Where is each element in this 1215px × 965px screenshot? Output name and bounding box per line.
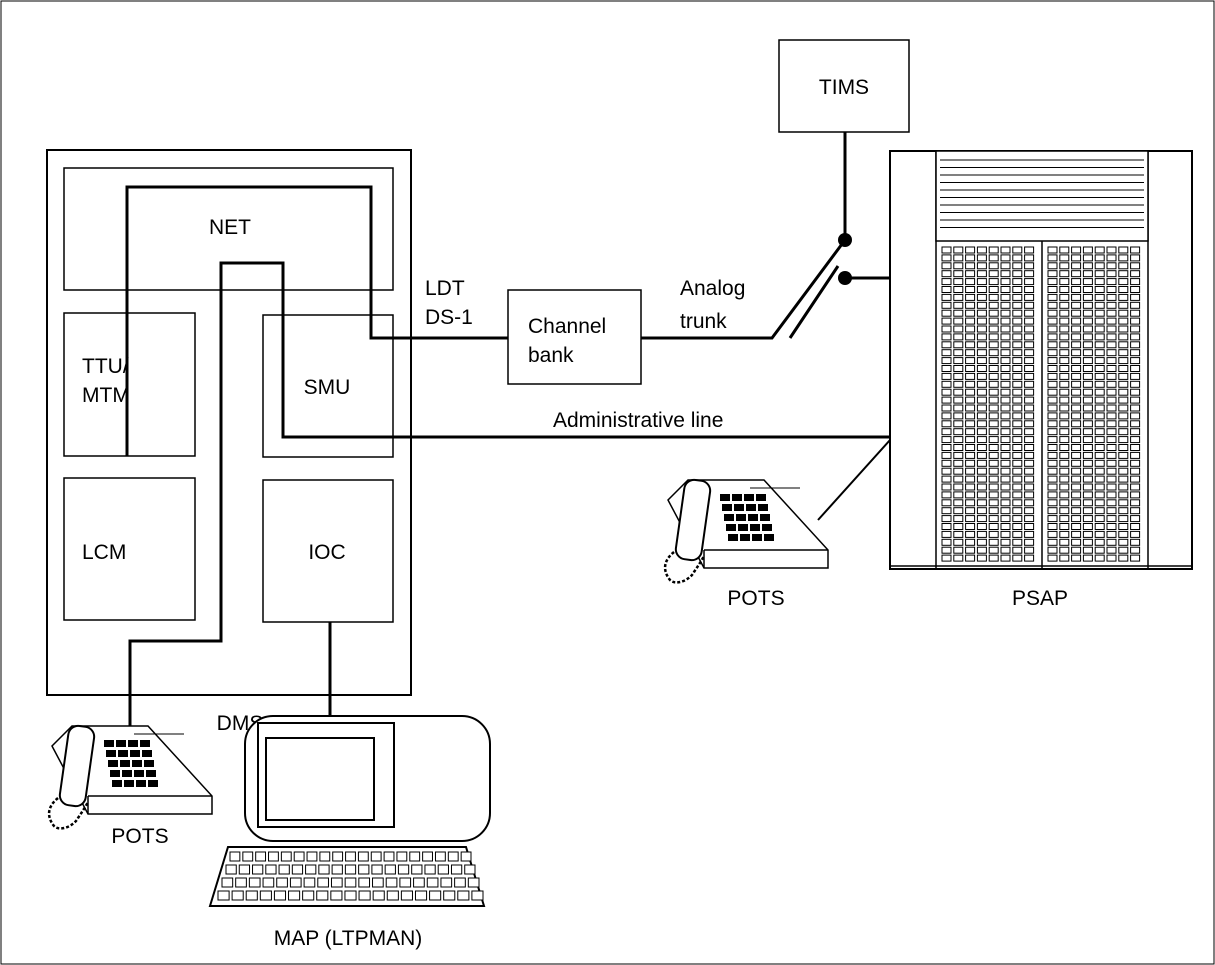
map-keyboard-keys	[217, 851, 484, 901]
smu-label: SMU	[304, 376, 351, 399]
psap-display-lines	[940, 159, 1144, 228]
psap-display	[935, 150, 1149, 242]
map-label: MAP (LTPMAN)	[274, 927, 423, 950]
admin-line-label: Administrative line	[553, 409, 723, 432]
tims-label: TIMS	[819, 76, 869, 99]
analog-trunk-wire	[641, 239, 847, 340]
tims-box	[778, 39, 910, 133]
pots-right-cord	[817, 439, 891, 521]
map-terminal: MAP (LTPMAN)	[208, 715, 491, 950]
pots-right-label: POTS	[727, 587, 784, 610]
dms-switch: NET TTU/ MTM SMU LCM IOC DMS	[46, 149, 412, 735]
ioc-box	[262, 479, 394, 623]
net-loop-wire	[125, 185, 508, 456]
pots-left-phone	[47, 724, 213, 830]
pots-left-label: POTS	[111, 825, 168, 848]
psap-jack-dot	[838, 271, 852, 285]
lcm-box	[63, 477, 196, 621]
ttu-mtm-box	[63, 312, 196, 457]
admin-path-wire	[128, 261, 890, 727]
ttu-label: TTU/	[82, 355, 129, 378]
channel-bank-label-1: Channel	[528, 315, 606, 338]
psap-key-grid	[941, 246, 1141, 562]
switch-lever	[788, 265, 840, 339]
psap-label: PSAP	[1012, 587, 1068, 610]
ds1-label: DS-1	[425, 306, 473, 329]
map-screen	[265, 737, 375, 821]
mtm-label: MTM	[82, 384, 130, 407]
trunk-label: trunk	[680, 310, 727, 333]
ldt-label: LDT	[425, 277, 465, 300]
wires	[125, 132, 891, 727]
channel-bank-label-2: bank	[528, 344, 574, 367]
channel-bank-box	[507, 289, 642, 385]
pots-right-phone	[663, 478, 829, 584]
tims-jack-dot	[838, 233, 852, 247]
ioc-label: IOC	[308, 541, 345, 564]
analog-label: Analog	[680, 277, 745, 300]
lcm-label: LCM	[82, 541, 126, 564]
psap-console: PSAP	[889, 150, 1193, 610]
net-label: NET	[209, 216, 251, 239]
